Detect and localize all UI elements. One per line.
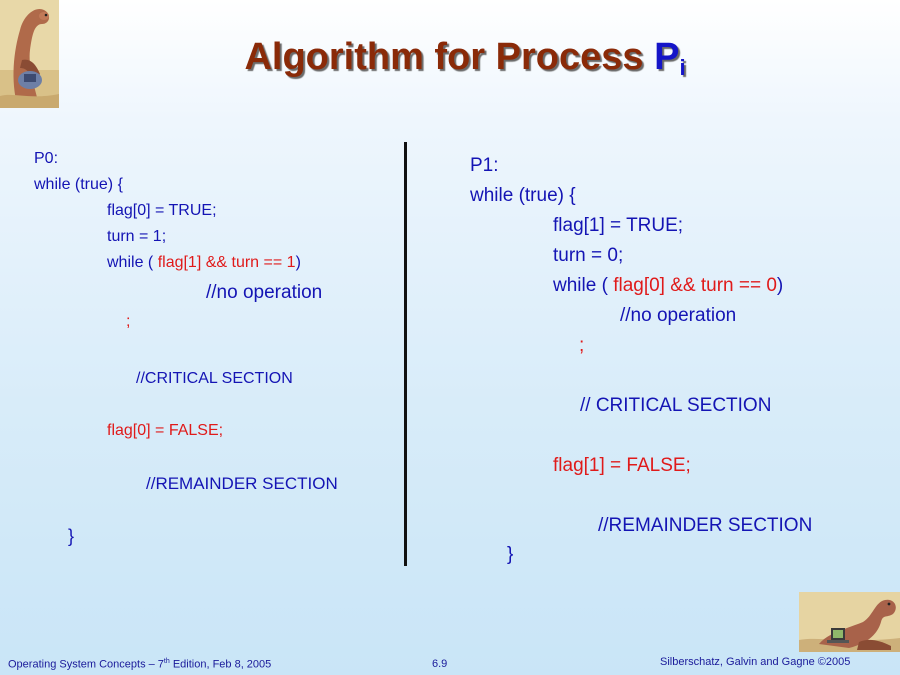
p1-while-true: while (true) { [470,185,576,206]
footer-authors: Silberschatz, Galvin and Gagne ©2005 [660,656,851,668]
p0-label: P0: [34,150,59,167]
p1-semicolon: ; [579,335,585,356]
p1-while-condition: while ( flag[0] && turn == 0) [553,275,784,296]
footer-book-title: Operating System Concepts – 7th Edition,… [8,658,272,671]
p0-closing-brace: } [68,526,75,546]
p1-clear-flag: flag[1] = FALSE; [553,455,691,476]
p1-remainder-section: //REMAINDER SECTION [598,515,813,536]
p1-closing-brace: } [507,544,514,565]
p1-set-flag: flag[1] = TRUE; [553,215,684,236]
dinosaur-illustration-top [0,0,59,108]
p1-label: P1: [470,155,499,176]
p1-no-operation: //no operation [620,305,737,326]
p0-clear-flag: flag[0] = FALSE; [107,422,224,439]
p0-remainder-section: //REMAINDER SECTION [146,474,338,493]
footer-page-number: 6.9 [432,658,448,670]
p0-no-operation: //no operation [206,282,323,303]
column-divider [404,142,407,566]
dinosaur-laptop-illustration [799,592,900,652]
p0-while-true: while (true) { [34,176,123,193]
p0-critical-section: //CRITICAL SECTION [136,370,293,387]
p0-while-condition: while ( flag[1] && turn == 1) [107,254,301,271]
p0-set-flag: flag[0] = TRUE; [107,202,217,219]
slide-title: Algorithm for Process Pi [244,36,686,80]
p1-set-turn: turn = 0; [553,245,624,266]
p0-set-turn: turn = 1; [107,228,167,245]
p1-critical-section: // CRITICAL SECTION [580,395,772,416]
p0-semicolon: ; [126,313,131,330]
